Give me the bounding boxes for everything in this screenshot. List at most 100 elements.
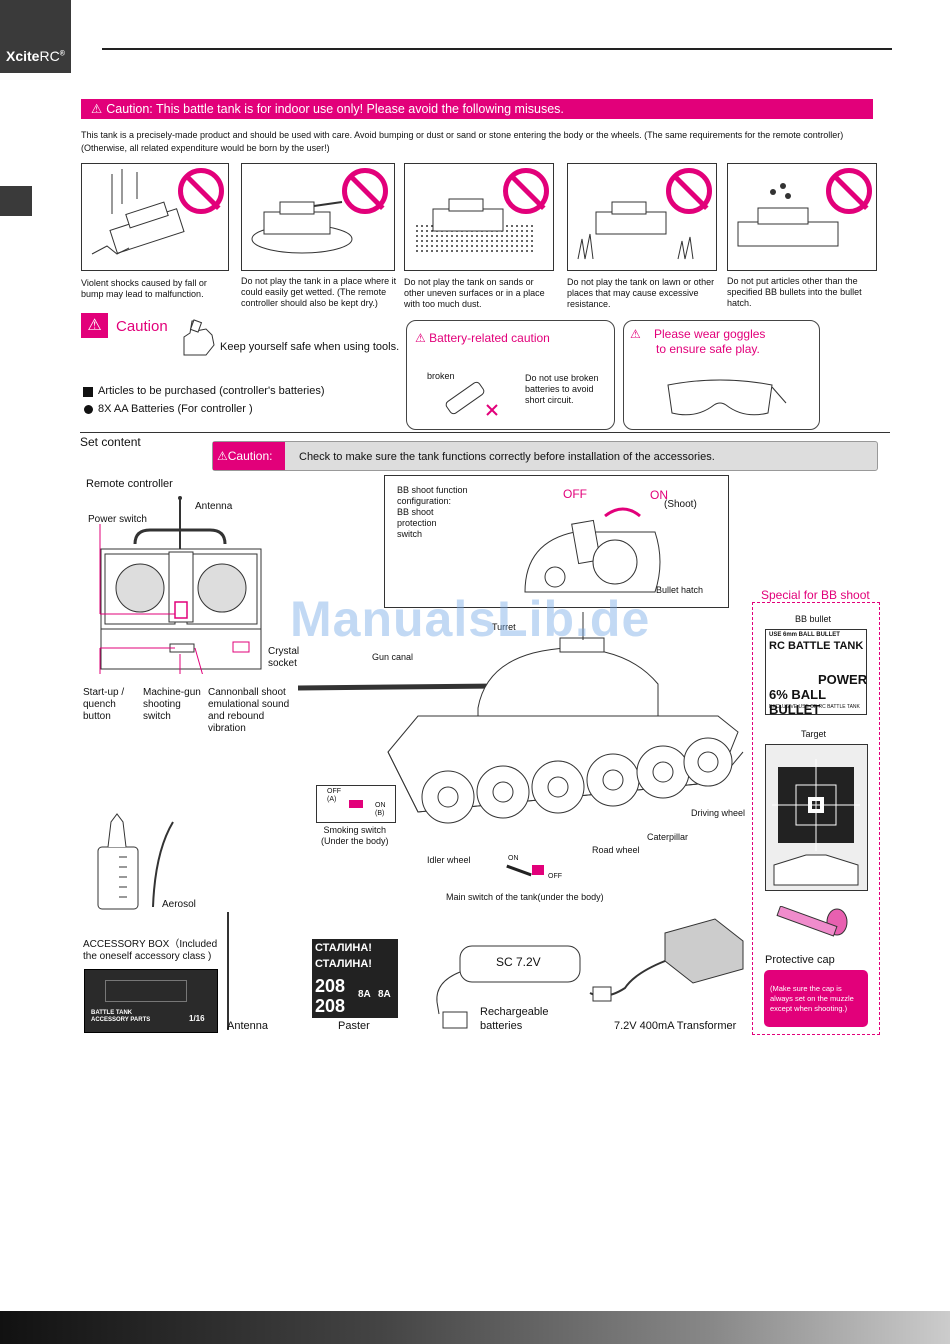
switch-knob-icon — [349, 800, 363, 808]
misuse-image-water — [241, 163, 395, 271]
main-switch-label: Main switch of the tank(under the body) — [446, 892, 604, 902]
paster-number: 208 — [315, 996, 346, 1016]
transformer-illustration — [589, 918, 744, 1002]
purchase-title: Articles to be purchased (controller's b… — [98, 385, 325, 397]
warning-triangle-icon: ⚠ — [217, 449, 228, 463]
main-on-label: ON — [508, 855, 519, 862]
tank-main-illustration — [298, 612, 744, 824]
set-caution-label: ⚠Caution: — [213, 442, 285, 470]
prohibited-icon — [666, 168, 712, 214]
spare-antenna-icon — [227, 912, 229, 1030]
goggles-icon — [667, 379, 787, 416]
protective-cap-illustration — [776, 906, 848, 937]
transformer-label: 7.2V 400mA Transformer — [614, 1020, 737, 1032]
paster-number: 208 — [315, 976, 346, 996]
goggles-text-line-1: Please wear goggles — [654, 327, 766, 341]
antenna-label: Antenna — [195, 501, 233, 512]
set-content-caution-bar: ⚠Caution: Check to make sure the tank fu… — [212, 441, 878, 471]
caterpillar-label: Caterpillar — [647, 832, 689, 842]
driving-wheel-label: Driving wheel — [691, 808, 746, 818]
misuse-caption: Violent shocks caused by fall or bump ma… — [81, 278, 207, 299]
paster-number: 8A — [358, 989, 371, 1000]
paster-number: 8A — [378, 989, 391, 1000]
battery-pack-label: SC 7.2V — [496, 955, 541, 969]
main-off-label: OFF — [548, 873, 562, 880]
bb-special-box — [752, 602, 880, 1035]
set-content-title: Set content — [80, 435, 141, 449]
remote-controller-illustration — [99, 496, 262, 674]
switch-knob-icon — [532, 865, 544, 875]
smoke-off-label: OFF(A) — [327, 788, 341, 803]
pack-text: POWER — [818, 672, 868, 687]
paster-label: Paster — [338, 1020, 370, 1032]
antenna-accessory-label: Antenna — [227, 1020, 268, 1032]
bb-special-title: Special for BB shoot — [759, 588, 872, 602]
target-label: Target — [801, 729, 827, 739]
power-switch-label: Power switch — [88, 514, 147, 525]
goggles-text-line-2: to ensure safe play. — [656, 342, 760, 356]
set-caution-text: Check to make sure the tank functions co… — [299, 451, 715, 463]
header-rule — [102, 48, 892, 50]
round-bullet-icon — [84, 405, 93, 414]
broken-battery-icon — [445, 381, 498, 416]
misuse-image-fall — [81, 163, 229, 271]
bb-hatch-illustration — [524, 507, 661, 593]
section-divider — [80, 432, 890, 433]
pack-text: USE 6mm BALL BULLET — [769, 632, 840, 638]
bb-shoot-label: (Shoot) — [664, 499, 697, 510]
main-caution-bar: ⚠Caution: This battle tank is for indoor… — [81, 99, 873, 119]
aerosol-label: Aerosol — [162, 899, 196, 910]
warning-triangle-icon: ⚠ — [91, 102, 103, 116]
target-image — [765, 744, 868, 891]
prohibited-icon — [503, 168, 549, 214]
tank-lawn-illustration — [577, 201, 694, 260]
misuse-caption: Do not put articles other than the speci… — [727, 276, 862, 308]
hand-icon — [183, 319, 215, 356]
gun-canal-label: Gun canal — [372, 652, 414, 662]
main-caution-text: Caution: This battle tank is for indoor … — [106, 102, 564, 116]
paster-text: СТАЛИНА! — [315, 942, 372, 954]
misuse-caption: Do not play the tank in a place where it… — [241, 276, 397, 308]
warning-triangle-icon: ⚠ — [81, 313, 108, 338]
protective-cap-label: Protective cap — [765, 954, 835, 966]
pack-text: EXCLUSIVE USE OF RC BATTLE TANK — [769, 704, 860, 710]
prohibited-icon — [342, 168, 388, 214]
bb-bullet-label: BB bullet — [795, 614, 832, 624]
smoking-switch-label: Smoking switch(Under the body) — [321, 825, 389, 846]
paster-sheet-image: СТАЛИНА! СТАЛИНА! 208 208 8A 8A — [312, 939, 398, 1018]
bullet-hatch-label: Bullet hatch — [656, 585, 704, 595]
tank-sand-illustration — [415, 198, 535, 254]
battery-caution-text: Do not use broken batteries to avoid sho… — [525, 373, 599, 405]
bb-off-label: OFF — [563, 487, 587, 501]
misuse-image-sand — [404, 163, 554, 271]
smoke-on-label: ON(B) — [375, 802, 386, 817]
misuse-caption: Do not play the tank on sands or other u… — [404, 277, 545, 309]
tank-silhouette-icon — [105, 980, 187, 1002]
bb-bullet-pack-image: USE 6mm BALL BULLET RC BATTLE TANK POWER… — [765, 629, 868, 717]
battery-caution-title: ⚠ Battery-related caution — [415, 331, 550, 345]
footer-bar — [0, 1311, 950, 1344]
watermark: ManualsLib.de — [290, 591, 651, 647]
battery-pack-illustration — [436, 945, 581, 1029]
tank-water-illustration — [251, 201, 353, 254]
remote-title: Remote controller — [86, 478, 173, 490]
paster-text: СТАЛИНА! — [315, 958, 372, 970]
intro-line-2: (Otherwise, all related expenditure woul… — [81, 143, 330, 153]
prohibited-icon — [826, 168, 872, 214]
tools-safety-text: Keep yourself safe when using tools. — [220, 341, 400, 353]
cap-note-box: (Make sure the cap is always set on the … — [764, 970, 868, 1027]
intro-line-1: This tank is a precisely-made product an… — [81, 130, 844, 140]
warning-triangle-icon: ⚠ — [630, 327, 641, 341]
goggles-caution-box: ⚠ Please wear goggles to ensure safe pla… — [623, 320, 820, 430]
pack-text: 6% BALL BULLET — [769, 687, 826, 717]
tank-hatch-illustration — [737, 183, 839, 247]
warning-triangle-icon: ⚠ — [415, 331, 426, 345]
idler-wheel-label: Idler wheel — [427, 855, 471, 865]
